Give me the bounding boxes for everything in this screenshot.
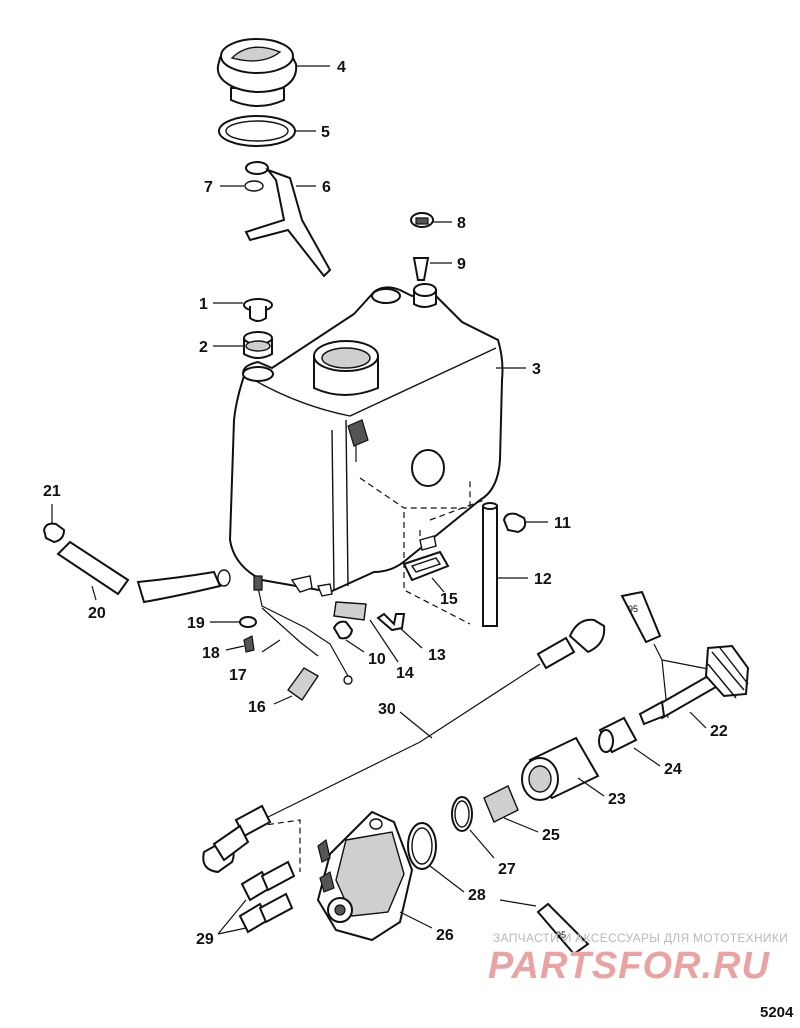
callout-2: 2: [199, 339, 208, 356]
lubricant-tube-upper: 95: [620, 590, 735, 719]
callout-4: 4: [337, 59, 346, 76]
callout-20: 20: [88, 605, 106, 622]
callout-labels: 4 5 7 6 8 9 1 2 3 21 11 12 20 15 19 18 1…: [43, 59, 728, 948]
washer-part: [210, 616, 257, 628]
o-ring-part: [218, 115, 316, 147]
sleeve-part: [273, 667, 319, 705]
callout-12: 12: [534, 571, 552, 588]
callout-1: 1: [199, 296, 208, 313]
callout-18: 18: [202, 645, 220, 662]
callout-6: 6: [322, 179, 331, 196]
grommet-cap-part: [213, 298, 273, 322]
hose-clamp-part: [502, 512, 548, 534]
oil-tank-part: [228, 283, 526, 597]
callout-22: 22: [710, 723, 728, 740]
callout-23: 23: [608, 791, 626, 808]
callout-26: 26: [436, 927, 454, 944]
hose-part: [56, 540, 231, 604]
tube-part: [482, 502, 528, 627]
callout-24: 24: [664, 761, 682, 778]
bushing-small-part: [598, 716, 661, 767]
o-ring-27-part: [451, 796, 495, 859]
filter-part: [402, 535, 450, 593]
callout-28: 28: [468, 887, 486, 904]
drive-cable-part: [202, 618, 606, 874]
callout-11: 11: [554, 515, 571, 532]
check-valve-part: [412, 257, 452, 281]
clamp-small-part: [332, 620, 365, 653]
mounting-bolts-part: [217, 860, 296, 935]
callout-21: 21: [43, 483, 61, 500]
drive-gear-part: [638, 644, 750, 729]
vent-plug-part: [410, 212, 452, 228]
watermark-logo: PARTSFOR.RU: [488, 945, 770, 987]
callout-16: 16: [248, 699, 266, 716]
callout-13: 13: [428, 647, 446, 664]
wire-harness-part: [253, 575, 353, 685]
callout-17: 17: [229, 667, 247, 684]
callout-19: 19: [187, 615, 205, 632]
watermark-caption: ЗАПЧАСТИ И АКСЕССУАРЫ ДЛЯ МОТОТЕХНИКИ: [493, 931, 789, 945]
bushing-part: [483, 785, 539, 833]
tube-label-lower: 95: [556, 930, 566, 940]
tube-label-upper: 95: [628, 604, 638, 614]
callout-3: 3: [532, 361, 541, 378]
callout-30: 30: [378, 701, 396, 718]
callout-14: 14: [396, 665, 414, 682]
callout-9: 9: [457, 256, 466, 273]
grommet-part: [213, 331, 273, 359]
callout-15: 15: [440, 591, 458, 608]
callout-29: 29: [196, 931, 214, 948]
callout-7: 7: [204, 179, 213, 196]
callout-10: 10: [368, 651, 386, 668]
hose-clamp-left-part: [42, 504, 66, 544]
elbow-fitting-part: [376, 612, 423, 649]
callout-25: 25: [542, 827, 560, 844]
retainer-strap-part: [220, 161, 332, 278]
connector-part: [333, 601, 399, 663]
lubricant-tube-lower: 95: [499, 899, 590, 956]
assembly-guide-lines: [257, 477, 485, 872]
gear-housing-part: [521, 736, 605, 801]
o-ring-28-part: [407, 822, 465, 893]
callout-5: 5: [321, 124, 330, 141]
oil-pump-part: [316, 810, 433, 942]
callout-27: 27: [498, 861, 516, 878]
callout-8: 8: [457, 215, 466, 232]
screw-part: [225, 635, 255, 653]
filler-cap-part: [216, 38, 330, 107]
figure-number: 5204: [760, 1004, 794, 1021]
